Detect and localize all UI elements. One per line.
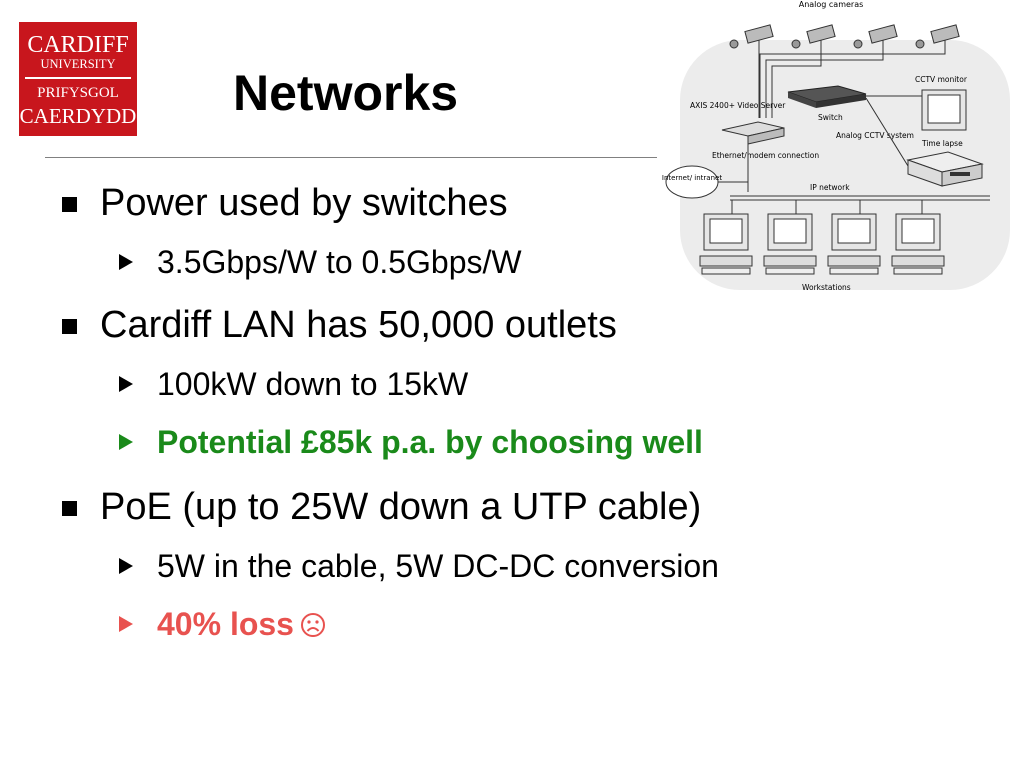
svg-text:Internet/ intranet: Internet/ intranet — [662, 174, 722, 182]
svg-text:UNIVERSITY: UNIVERSITY — [41, 57, 116, 71]
svg-text:Analog cameras: Analog cameras — [799, 0, 864, 9]
sad-face-icon — [300, 613, 325, 637]
svg-text:IP network: IP network — [810, 183, 850, 192]
camera-icon — [791, 24, 836, 49]
triangle-bullet-icon — [119, 376, 133, 392]
square-bullet-icon — [62, 319, 77, 334]
internet-cloud-icon — [665, 165, 719, 199]
workstation-icon — [763, 213, 817, 275]
bullet-text: PoE (up to 25W down a UTP cable) — [100, 486, 702, 528]
svg-text:Time lapse: Time lapse — [921, 139, 963, 148]
time-lapse-recorder-icon — [906, 151, 984, 187]
svg-text:AXIS 2400+ Video Server: AXIS 2400+ Video Server — [690, 101, 786, 110]
svg-text:Switch: Switch — [818, 113, 843, 122]
svg-text:CARDIFF: CARDIFF — [27, 32, 128, 58]
bullet-text: Cardiff LAN has 50,000 outlets — [100, 304, 617, 346]
title-divider — [45, 157, 657, 158]
subbullet-text: 5W in the cable, 5W DC-DC conversion — [157, 548, 719, 584]
slide-title: Networks — [233, 65, 459, 121]
svg-text:CAERDYDD: CAERDYDD — [20, 104, 137, 128]
camera-icon — [853, 24, 898, 49]
monitor-icon — [921, 89, 967, 131]
svg-text:Analog CCTV system: Analog CCTV system — [836, 131, 914, 140]
svg-text:Workstations: Workstations — [802, 283, 851, 292]
svg-text:PRIFYSGOL: PRIFYSGOL — [37, 85, 119, 101]
triangle-bullet-icon — [119, 254, 133, 270]
video-server-icon — [721, 121, 785, 145]
switch-icon — [787, 85, 867, 108]
cardiff-university-logo: CARDIFF UNIVERSITY PRIFYSGOL CAERDYDD — [19, 22, 137, 136]
subbullet-text: 40% loss — [157, 606, 294, 642]
subbullet-text: 3.5Gbps/W to 0.5Gbps/W — [157, 244, 522, 280]
square-bullet-icon — [62, 197, 77, 212]
square-bullet-icon — [62, 501, 77, 516]
workstation-icon — [827, 213, 881, 275]
triangle-bullet-icon — [119, 616, 133, 632]
workstation-icon — [891, 213, 945, 275]
bullet-text: Power used by switches — [100, 182, 508, 224]
subbullet-text: Potential £85k p.a. by choosing well — [157, 424, 703, 460]
svg-text:CCTV monitor: CCTV monitor — [915, 75, 968, 84]
workstation-icon — [699, 213, 753, 275]
triangle-bullet-icon — [119, 434, 133, 450]
network-diagram: Analog cameras Switch — [660, 0, 1012, 298]
svg-text:Ethernet/modem connection: Ethernet/modem connection — [712, 151, 819, 160]
triangle-bullet-icon — [119, 558, 133, 574]
camera-icon — [729, 24, 774, 49]
subbullet-loss-wrap: 40% loss — [157, 608, 326, 640]
subbullet-text: 100kW down to 15kW — [157, 366, 469, 402]
camera-icon — [915, 24, 960, 49]
